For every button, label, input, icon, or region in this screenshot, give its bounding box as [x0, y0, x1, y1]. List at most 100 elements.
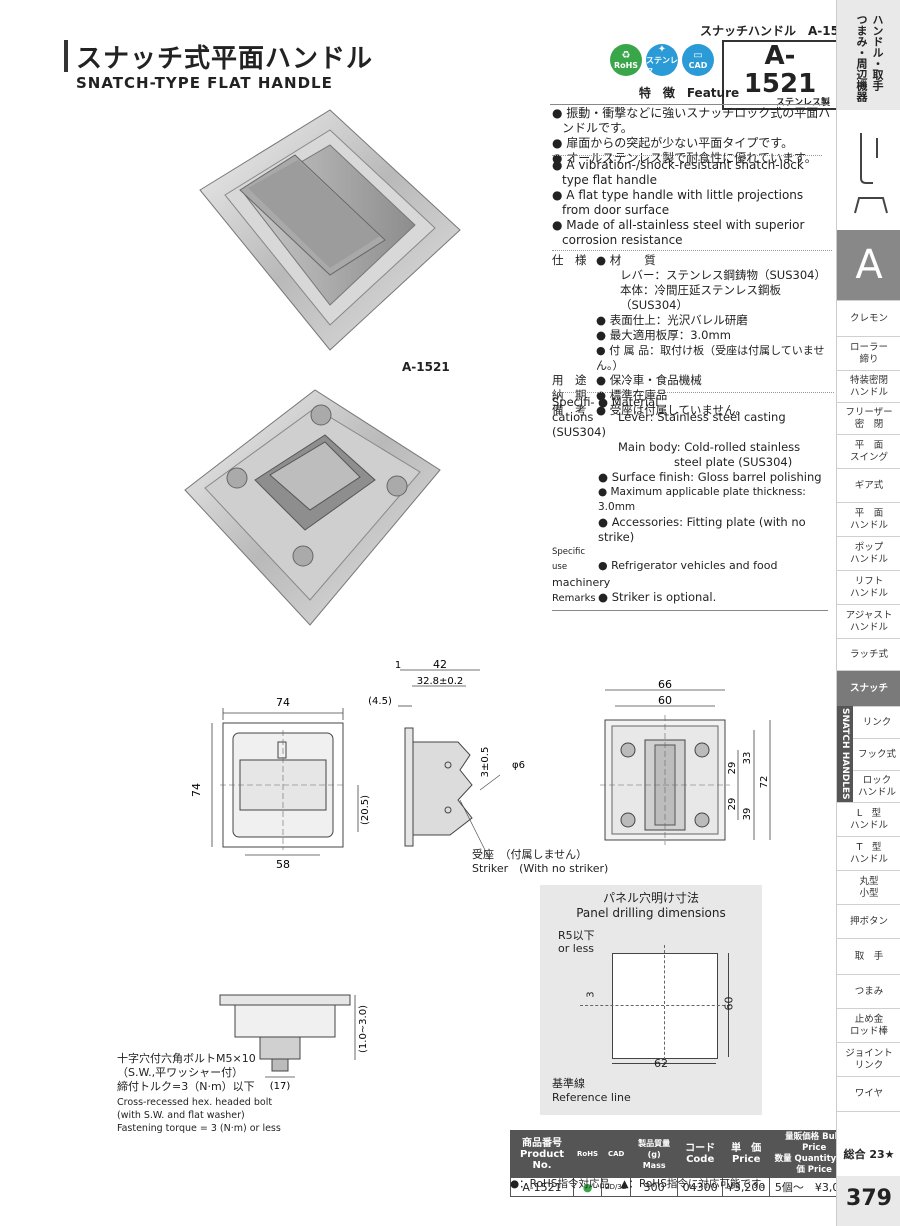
striker-note-jp: 受座 （付属しません）	[472, 848, 588, 861]
category-sidebar: ハンドル・取手 つまみ・周辺機器 A クレモン ローラー 締り 特装密閉 ハンド…	[836, 0, 900, 1226]
dim-rear-66: 66	[658, 678, 672, 691]
sidebar-item[interactable]: ポップ ハンドル	[837, 536, 900, 571]
col-mass: 製品質量(g)Mass	[630, 1130, 679, 1178]
feature-en-list: ● A vibration-/shock-resistant snatch-lo…	[552, 155, 822, 248]
sidebar-item[interactable]: L 型 ハンドル	[837, 802, 900, 837]
cell-product: A-1521	[510, 1177, 574, 1197]
technical-drawing-bottom: (17) (1.0~3.0)	[219, 994, 369, 1092]
sidebar-item[interactable]: ロック ハンドル	[853, 770, 900, 803]
rohs-badge: ♻RoHS	[610, 44, 642, 76]
feature-jp-item: ● 扉面からの突起が少ない平面タイプです。	[552, 136, 794, 150]
sidebar-item[interactable]: 平 面 スイング	[837, 434, 900, 469]
feature-heading: 特 徴 Feature	[550, 84, 828, 105]
title-bar	[64, 40, 68, 72]
cell-rohs: ●	[572, 1177, 603, 1197]
dim-side-328: 32.8±0.2	[417, 676, 464, 687]
dim-rear-29a: 29	[727, 762, 738, 775]
price-note: ●：RoHS指令対応品 ▲：RoHS指令に対応可能です。	[510, 1178, 771, 1190]
breadcrumb: スナッチハンドル A-1521	[700, 24, 856, 38]
bolt-note-en: Cross-recessed hex. headed bolt (with S.…	[117, 1097, 281, 1134]
dim-side-45: (4.5)	[368, 696, 392, 707]
panel-title-jp: パネル穴明け寸法	[602, 891, 699, 905]
spec-jp: 仕 様● 材 質 レバー：ステンレス鋼鋳物（SUS304） 本体：冷間圧延ステン…	[552, 250, 832, 418]
product-photo-front	[199, 109, 461, 351]
feature-en-item: ● A flat type handle with little project…	[552, 188, 804, 217]
model-material: ステンレス製	[775, 98, 830, 108]
page-title: スナッチ式平面ハンドル	[76, 44, 374, 74]
cell-price: ¥3,200	[722, 1177, 771, 1197]
panel-dim-62: 62	[654, 1057, 668, 1070]
sidebar-total: 総合 23★	[843, 1148, 895, 1161]
sidebar-item[interactable]: フック式	[853, 738, 900, 771]
dim-side-1: 1	[395, 660, 401, 671]
feature-en-item: ● A vibration-/shock-resistant snatch-lo…	[552, 158, 804, 187]
sidebar-item[interactable]: リフト ハンドル	[837, 570, 900, 605]
stainless-badge: ✦ステンレス	[646, 43, 678, 76]
page-subtitle: SNATCH-TYPE FLAT HANDLE	[76, 74, 333, 92]
sidebar-item[interactable]: ローラー 締り	[837, 336, 900, 371]
sidebar-item[interactable]: アジャスト ハンドル	[837, 604, 900, 639]
sidebar-letter: A	[837, 230, 900, 300]
panel-hole	[612, 953, 718, 1059]
sidebar-item[interactable]: ラッチ式	[837, 638, 900, 671]
sidebar-vertical-label: SNATCH HANDLES	[837, 706, 853, 802]
dim-bottom-range: (1.0~3.0)	[358, 1005, 369, 1053]
sidebar-category-header: ハンドル・取手 つまみ・周辺機器	[837, 0, 900, 110]
dim-rear-60: 60	[658, 694, 672, 707]
handle-icon	[854, 133, 888, 214]
model-number: A-1521	[743, 41, 817, 99]
sidebar-item[interactable]: 取 手	[837, 938, 900, 975]
dim-rear-72: 72	[759, 776, 770, 789]
panel-dim-3: 3	[585, 991, 597, 998]
page-number: 379	[837, 1176, 900, 1226]
table-row: A-1521 ● 2D/3D 300 04300 ¥3,200 5個〜 ¥3,0…	[510, 1177, 860, 1197]
panel-dim-line-v	[728, 953, 729, 1057]
sidebar-category: ハンドル・取手 つまみ・周辺機器	[855, 14, 884, 102]
feature-jp-item: ● 振動・衝撃などに強いスナッチロック式の平面ハンドルです。	[552, 106, 831, 135]
product-photo-rear	[184, 389, 441, 626]
dim-front-height: 74	[190, 783, 203, 797]
sidebar-item[interactable]: ジョイント リンク	[837, 1042, 900, 1077]
panel-dim-60: 60	[722, 996, 736, 1011]
feature-jp-list: ● 振動・衝撃などに強いスナッチロック式の平面ハンドルです。 ● 扉面からの突起…	[552, 106, 832, 166]
col-cad: CAD	[601, 1130, 632, 1178]
sidebar-item-active[interactable]: スナッチ	[837, 670, 900, 707]
dim-side-42: 42	[433, 658, 447, 671]
sidebar-item[interactable]: クレモン	[837, 300, 900, 337]
sidebar-item[interactable]: つまみ	[837, 974, 900, 1009]
dim-front-width: 74	[276, 696, 290, 709]
dim-side-phi: φ6	[512, 760, 525, 771]
striker-note: 受座 （付属しません） Striker (With no striker)	[472, 848, 608, 876]
sidebar-item[interactable]: 丸型 小型	[837, 870, 900, 905]
dim-rear-33: 33	[742, 752, 753, 765]
technical-drawing-rear: 66 60 29 33 29 39 72	[600, 678, 771, 845]
sidebar-item[interactable]: 止め金 ロッド棒	[837, 1008, 900, 1043]
sidebar-item[interactable]: フリーザー 密 閉	[837, 402, 900, 435]
cad-badge: ▭CAD	[682, 44, 714, 76]
sidebar-item[interactable]: ワイヤ	[837, 1076, 900, 1112]
sidebar-item[interactable]: 平 面 ハンドル	[837, 502, 900, 537]
sidebar-item[interactable]: リンク	[853, 706, 900, 739]
sidebar-item[interactable]: 押ボタン	[837, 904, 900, 939]
dim-front-side: (20.5)	[360, 795, 371, 825]
dim-bottom-17: (17)	[270, 1081, 291, 1092]
striker-note-en: Striker (With no striker)	[472, 862, 609, 875]
dim-rear-39: 39	[742, 808, 753, 821]
panel-centerline-h	[580, 1005, 730, 1006]
sidebar-item[interactable]: T 型 ハンドル	[837, 836, 900, 871]
dim-side-3: 3±0.5	[480, 747, 491, 778]
col-rohs: RoHS	[572, 1130, 603, 1178]
panel-dim-line-h	[612, 1063, 716, 1064]
model-box: A-1521 ステンレス製	[722, 40, 838, 110]
sidebar-item[interactable]: 特装密閉 ハンドル	[837, 370, 900, 403]
sidebar-item[interactable]: ギア式	[837, 468, 900, 503]
